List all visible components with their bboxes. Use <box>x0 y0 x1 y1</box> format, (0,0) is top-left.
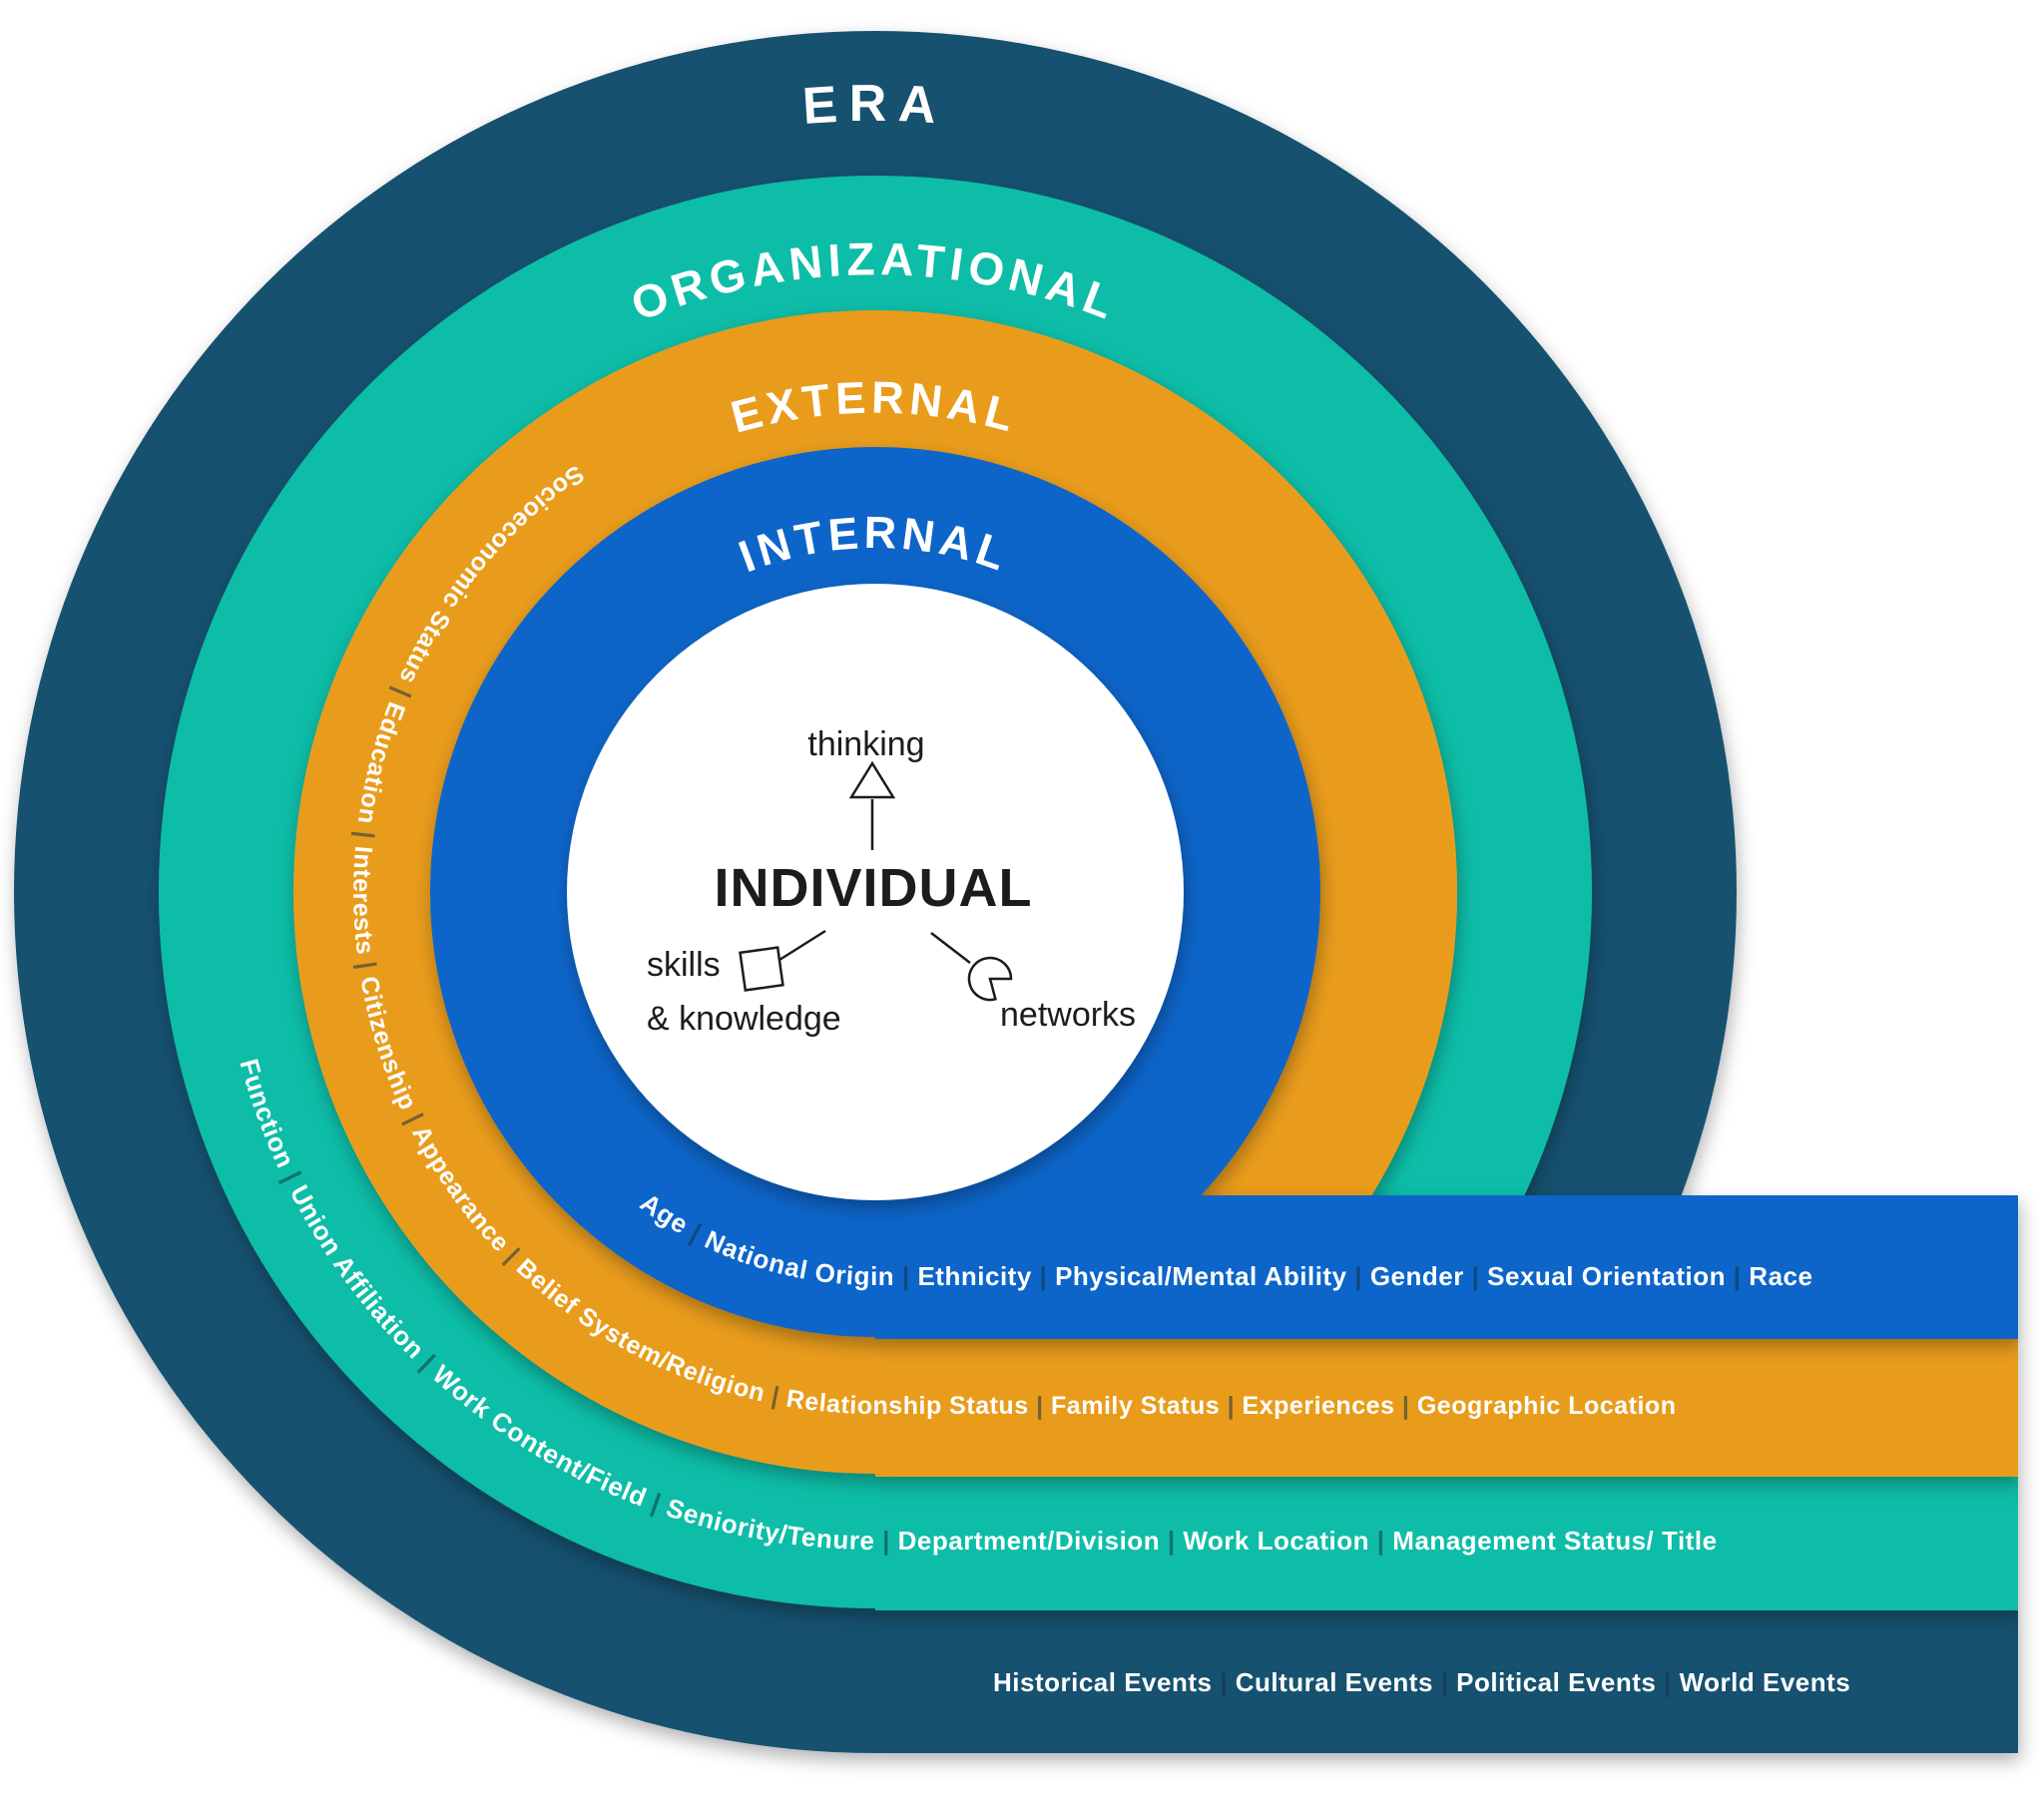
item-separator: | <box>894 1261 917 1291</box>
band-organizational <box>875 1477 2018 1610</box>
ring-era-label: ERA <box>800 75 949 136</box>
item-label: Political Events <box>1456 1667 1656 1697</box>
center-circle <box>567 584 1184 1200</box>
item-separator: | <box>349 822 379 847</box>
skills-square-icon <box>739 946 784 992</box>
skills-label-line2: & knowledge <box>647 1000 841 1038</box>
item-label: Experiences <box>1243 1392 1395 1420</box>
item-label: Geographic Location <box>1417 1392 1677 1420</box>
skills-connector-line <box>778 929 826 962</box>
item-separator: | <box>1464 1261 1487 1291</box>
item-separator: | <box>1394 1392 1416 1420</box>
item-separator: | <box>351 953 382 979</box>
item-label: Management Status/ Title <box>1392 1526 1717 1556</box>
item-separator: | <box>1369 1526 1392 1556</box>
networks-connector-line <box>930 932 971 964</box>
item-separator: | <box>1433 1667 1456 1697</box>
networks-label: networks <box>1000 996 1136 1034</box>
item-label: Work Location <box>1183 1526 1369 1556</box>
item-label: Family Status <box>1051 1392 1220 1420</box>
item-separator: | <box>1160 1526 1183 1556</box>
item-label: Ethnicity <box>917 1261 1031 1291</box>
item-label: Department/Division <box>898 1526 1160 1556</box>
item-label: Race <box>1749 1261 1812 1291</box>
item-separator: | <box>1212 1667 1235 1697</box>
item-separator: | <box>1220 1392 1242 1420</box>
thinking-label: thinking <box>807 725 924 763</box>
band-external <box>875 1339 2018 1477</box>
item-label: Physical/Mental Ability <box>1055 1261 1347 1291</box>
networks-node-icon <box>967 956 1013 1002</box>
item-label: World Events <box>1680 1667 1851 1697</box>
item-label: Gender <box>1370 1261 1464 1291</box>
item-separator: | <box>1656 1667 1679 1697</box>
item-separator: | <box>1726 1261 1749 1291</box>
item-separator: | <box>1347 1261 1370 1291</box>
item-label: Interests <box>347 845 379 956</box>
skills-label-line1: skills <box>647 946 721 984</box>
center-content: thinking INDIVIDUAL skills & knowledge n… <box>647 725 1136 1038</box>
item-label: Historical Events <box>993 1667 1212 1697</box>
era-items-text: Historical Events | Cultural Events | Po… <box>993 1667 1850 1697</box>
item-label: Cultural Events <box>1236 1667 1433 1697</box>
arrow-up-icon <box>848 760 896 799</box>
band-era <box>875 1610 2018 1753</box>
item-separator: | <box>874 1526 897 1556</box>
item-separator: | <box>1032 1261 1055 1291</box>
item-label: Sexual Orientation <box>1487 1261 1726 1291</box>
center-title: INDIVIDUAL <box>715 858 1033 918</box>
band-internal <box>875 1195 2018 1339</box>
item-separator: | <box>1029 1392 1051 1420</box>
